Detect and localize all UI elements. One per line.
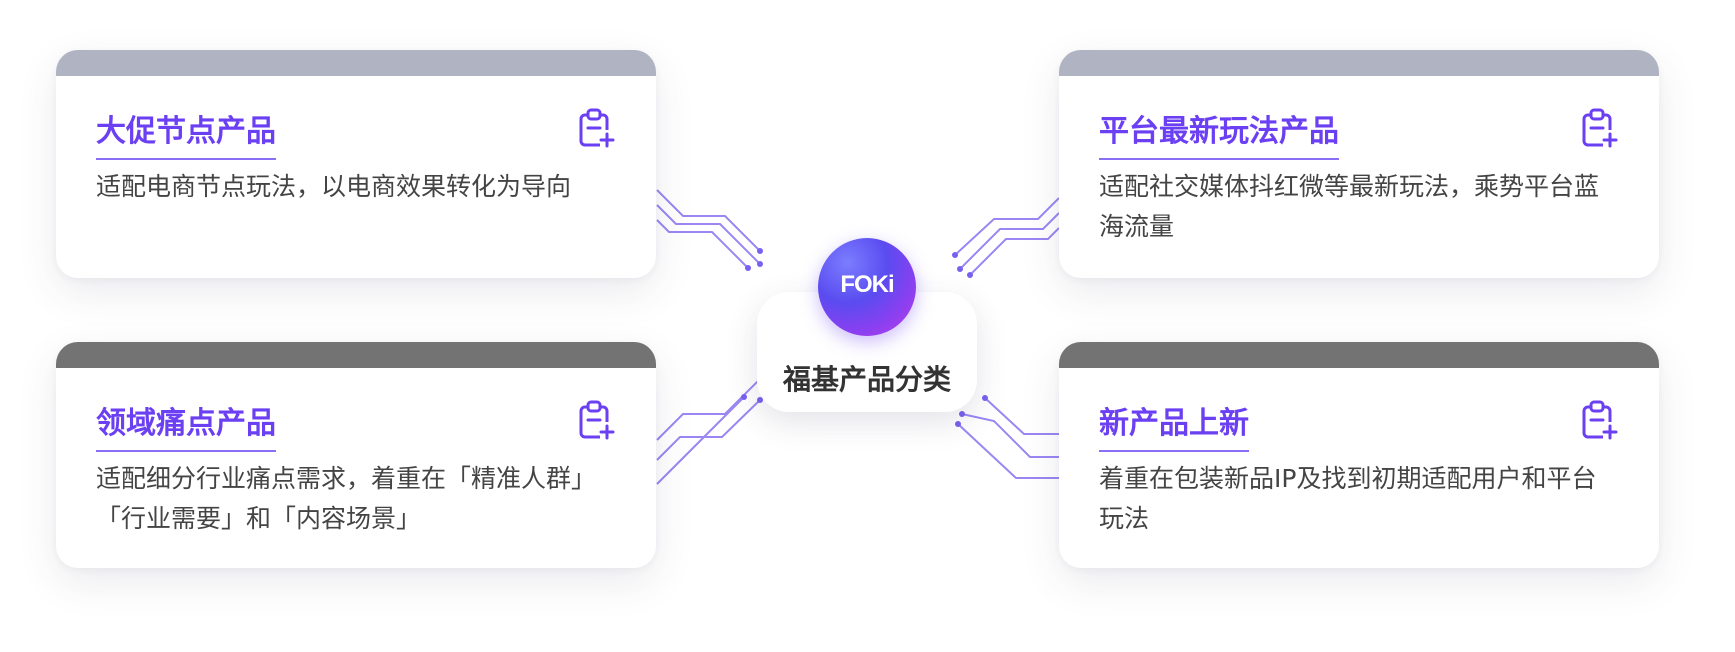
card-header-bar — [56, 342, 656, 368]
logo-text: FOKi — [840, 271, 894, 298]
card-description: 适配电商节点玩法，以电商效果转化为导向 — [96, 172, 572, 201]
card-header-bar — [56, 50, 656, 76]
clipboard-add-icon[interactable] — [1581, 400, 1619, 440]
card-pain-point-products: 领域痛点产品 适配细分行业痛点需求，着重在「精准人群」「行业需要」和「内容场景」 — [56, 342, 656, 568]
card-description: 适配社交媒体抖红微等最新玩法，乘势平台蓝海流量 — [1099, 172, 1600, 241]
brand-logo: FOKi — [818, 238, 916, 336]
card-title: 平台最新玩法产品 — [1099, 106, 1339, 160]
clipboard-add-icon[interactable] — [1581, 108, 1619, 148]
card-title: 新产品上新 — [1099, 398, 1249, 452]
clipboard-add-icon[interactable] — [578, 108, 616, 148]
hub-label: 福基产品分类 — [782, 363, 951, 396]
card-title: 领域痛点产品 — [96, 398, 276, 452]
clipboard-add-icon[interactable] — [578, 400, 616, 440]
card-description: 着重在包装新品IP及找到初期适配用户和平台玩法 — [1099, 464, 1597, 533]
card-new-products: 新产品上新 着重在包装新品IP及找到初期适配用户和平台玩法 — [1059, 342, 1659, 568]
card-title: 大促节点产品 — [96, 106, 276, 160]
card-promo-products: 大促节点产品 适配电商节点玩法，以电商效果转化为导向 — [56, 50, 656, 278]
card-description: 适配细分行业痛点需求，着重在「精准人群」「行业需要」和「内容场景」 — [96, 464, 597, 533]
card-header-bar — [1059, 342, 1659, 368]
card-platform-products: 平台最新玩法产品 适配社交媒体抖红微等最新玩法，乘势平台蓝海流量 — [1059, 50, 1659, 278]
card-header-bar — [1059, 50, 1659, 76]
